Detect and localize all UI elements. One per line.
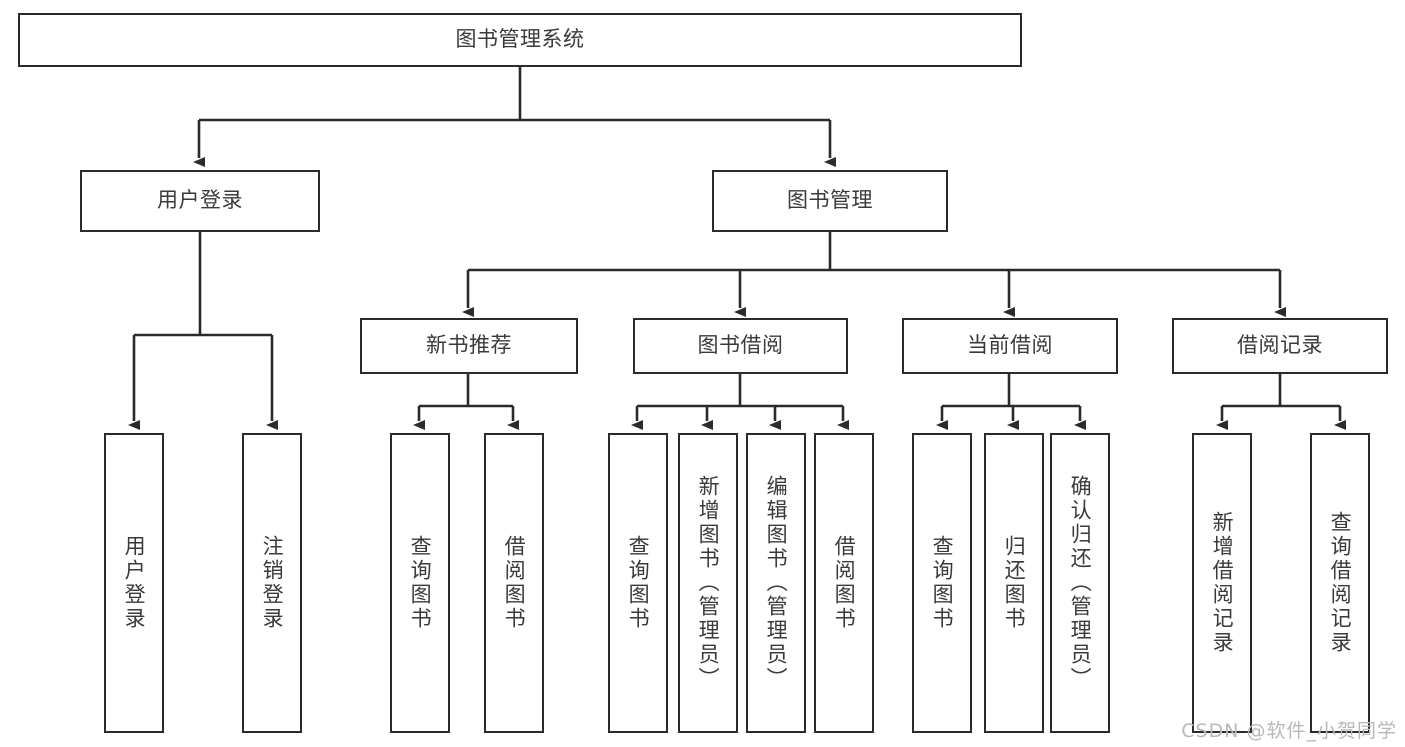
leaf-user-login-signout-label: 注销登录 bbox=[260, 535, 285, 631]
leaf-record-query-record-label: 查询借阅记录 bbox=[1328, 511, 1353, 655]
node-book-management[interactable]: 图书管理 bbox=[712, 170, 948, 232]
leaf-recommend-borrow-book-label: 借阅图书 bbox=[502, 535, 527, 631]
leaf-user-login-signout[interactable]: 注销登录 bbox=[242, 433, 302, 733]
node-book-management-label: 图书管理 bbox=[787, 188, 873, 213]
node-user-login[interactable]: 用户登录 bbox=[80, 170, 320, 232]
leaf-current-query-book[interactable]: 查询图书 bbox=[912, 433, 972, 733]
node-new-book-recommend[interactable]: 新书推荐 bbox=[360, 318, 578, 374]
leaf-record-add-record-label: 新增借阅记录 bbox=[1210, 511, 1235, 655]
leaf-current-query-book-label: 查询图书 bbox=[930, 535, 955, 631]
leaf-borrow-borrow-book-label: 借阅图书 bbox=[832, 535, 857, 631]
node-current-borrow[interactable]: 当前借阅 bbox=[902, 318, 1118, 374]
leaf-record-query-record[interactable]: 查询借阅记录 bbox=[1310, 433, 1370, 733]
node-borrow-record-label: 借阅记录 bbox=[1237, 333, 1323, 358]
leaf-borrow-query-book-label: 查询图书 bbox=[626, 535, 651, 631]
leaf-current-confirm-return[interactable]: 确认归还（管理员） bbox=[1050, 433, 1110, 733]
leaf-current-return-book[interactable]: 归还图书 bbox=[984, 433, 1044, 733]
leaf-borrow-edit-book[interactable]: 编辑图书（管理员） bbox=[746, 433, 806, 733]
node-book-borrow-label: 图书借阅 bbox=[697, 333, 784, 358]
leaf-user-login-signin[interactable]: 用户登录 bbox=[104, 433, 164, 733]
node-root[interactable]: 图书管理系统 bbox=[18, 13, 1022, 67]
leaf-borrow-query-book[interactable]: 查询图书 bbox=[608, 433, 668, 733]
leaf-borrow-edit-book-label: 编辑图书（管理员） bbox=[764, 475, 789, 691]
leaf-recommend-borrow-book[interactable]: 借阅图书 bbox=[484, 433, 544, 733]
leaf-current-confirm-return-label: 确认归还（管理员） bbox=[1068, 475, 1093, 691]
leaf-recommend-query-book-label: 查询图书 bbox=[408, 535, 433, 631]
node-root-label: 图书管理系统 bbox=[455, 27, 585, 52]
leaf-borrow-borrow-book[interactable]: 借阅图书 bbox=[814, 433, 874, 733]
leaf-user-login-signin-label: 用户登录 bbox=[122, 535, 147, 631]
node-new-book-recommend-label: 新书推荐 bbox=[426, 333, 512, 358]
leaf-current-return-book-label: 归还图书 bbox=[1002, 535, 1027, 631]
node-borrow-record[interactable]: 借阅记录 bbox=[1172, 318, 1388, 374]
leaf-borrow-add-book-label: 新增图书（管理员） bbox=[696, 475, 721, 691]
leaf-record-add-record[interactable]: 新增借阅记录 bbox=[1192, 433, 1252, 733]
node-book-borrow[interactable]: 图书借阅 bbox=[633, 318, 848, 374]
node-current-borrow-label: 当前借阅 bbox=[967, 333, 1053, 358]
leaf-borrow-add-book[interactable]: 新增图书（管理员） bbox=[678, 433, 738, 733]
watermark: CSDN @软件_小贺同学 bbox=[1181, 720, 1397, 742]
node-user-login-label: 用户登录 bbox=[157, 188, 243, 213]
leaf-recommend-query-book[interactable]: 查询图书 bbox=[390, 433, 450, 733]
